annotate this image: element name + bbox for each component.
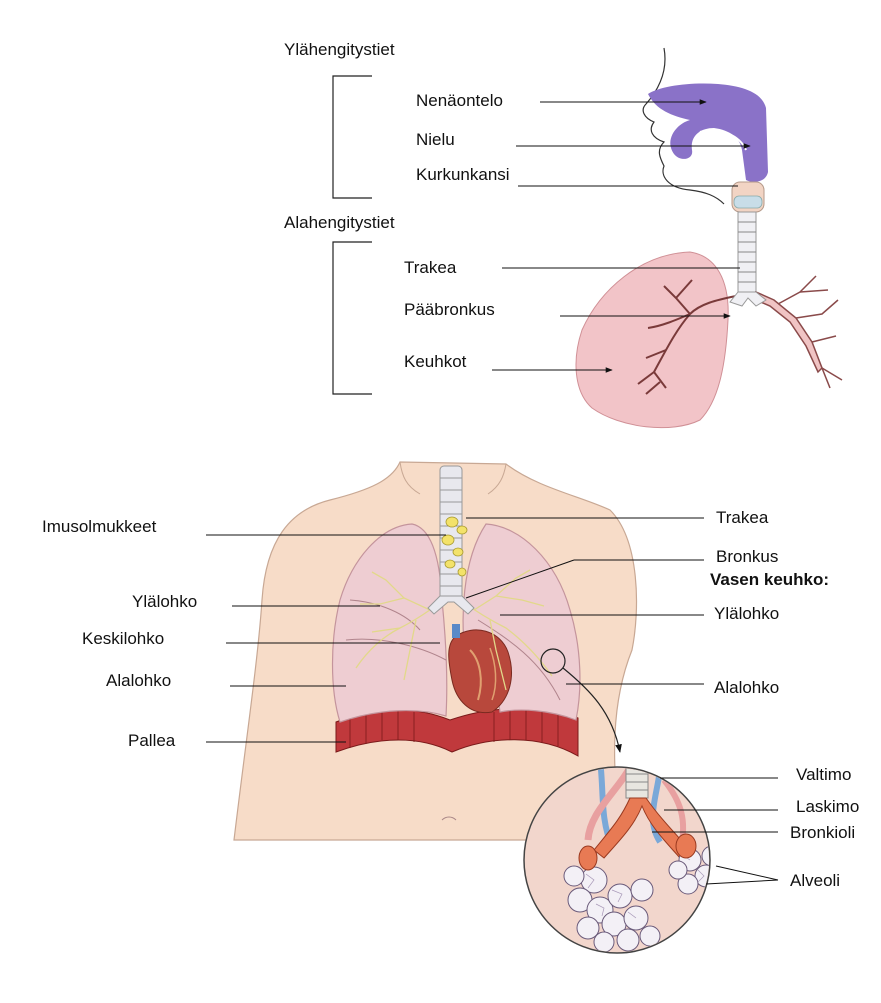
left-lung-heading: Vasen keuhko: [710,570,829,590]
label-right-upper-lobe: Ylälohko [132,592,197,612]
lower-airways-bracket [333,242,372,394]
label-vein: Laskimo [796,797,859,817]
label-bronchus: Bronkus [716,547,778,567]
lower-airways-heading: Alahengitystiet [284,213,395,233]
label-diaphragm: Pallea [128,731,175,751]
label-trachea-upper: Trakea [404,258,456,278]
label-nasal-cavity: Nenäontelo [416,91,503,111]
label-left-lower-lobe: Alalohko [714,678,779,698]
upper-airways-bracket [333,76,372,198]
upper-airways-heading: Ylähengitystiet [284,40,395,60]
nasal-cavity-pharynx [648,83,768,181]
label-right-lower-lobe: Alalohko [106,671,171,691]
bronchial-tree-left [756,292,822,372]
lung-upper-diagram [576,252,728,428]
label-lungs: Keuhkot [404,352,466,372]
label-left-upper-lobe: Ylälohko [714,604,779,624]
label-bronchiole: Bronkioli [790,823,855,843]
label-pharynx: Nielu [416,130,455,150]
label-trachea-chest: Trakea [716,508,768,528]
label-main-bronchus: Pääbronkus [404,300,495,320]
label-alveoli: Alveoli [790,871,840,891]
label-epiglottis: Kurkunkansi [416,165,510,185]
label-right-middle-lobe: Keskilohko [82,629,164,649]
label-artery: Valtimo [796,765,851,785]
label-lymph-nodes: Imusolmukkeet [42,517,156,537]
trachea-upper [738,212,756,292]
